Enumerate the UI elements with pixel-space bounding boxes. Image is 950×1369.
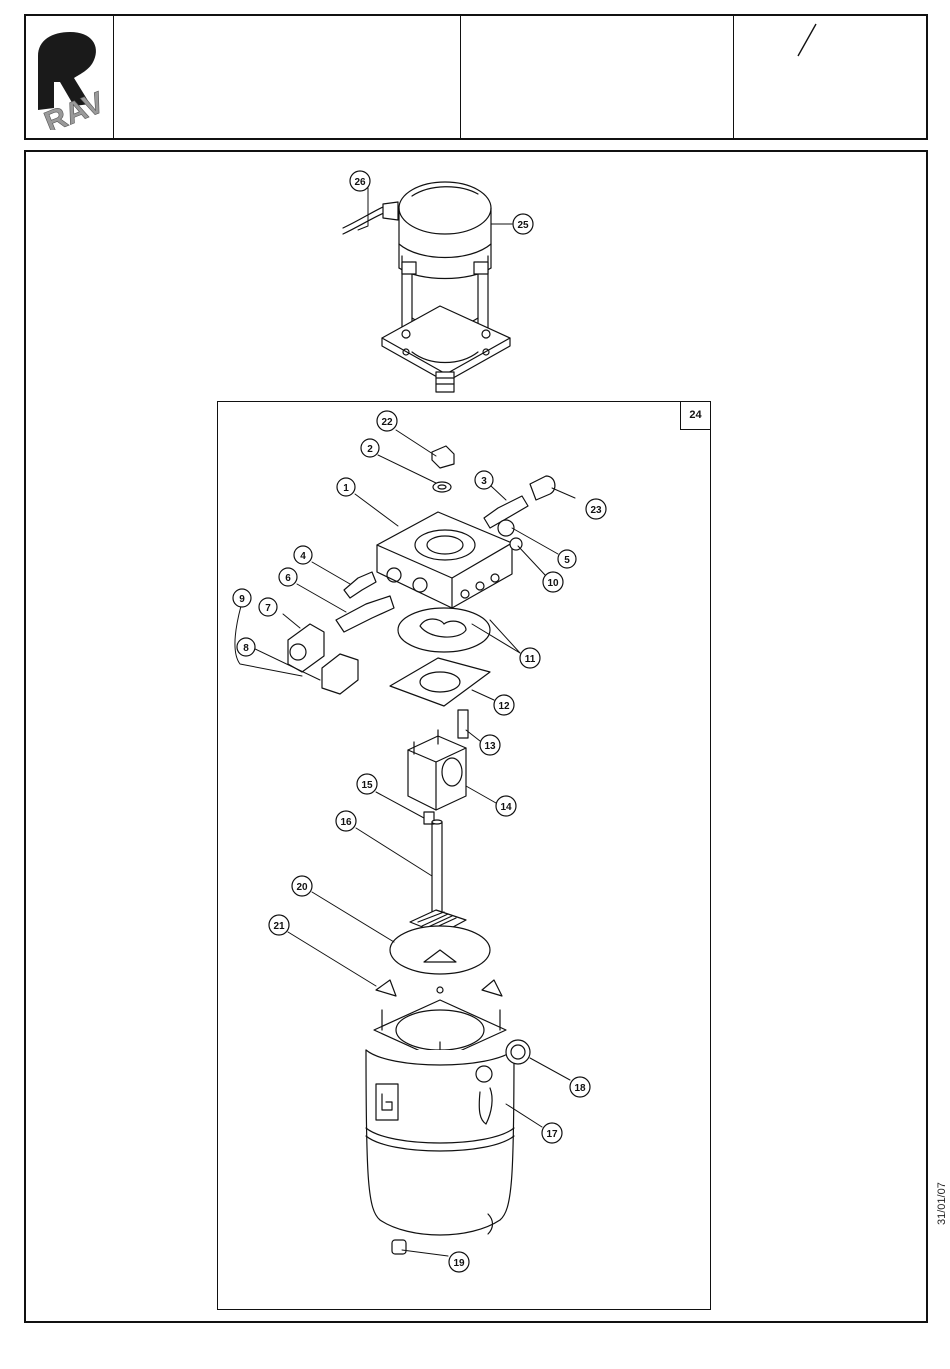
callout-25: 25 (513, 214, 533, 234)
svg-text:5: 5 (564, 555, 570, 566)
callout-10: 10 (543, 572, 563, 592)
svg-text:6: 6 (285, 573, 291, 584)
callout-1: 1 (337, 478, 355, 496)
callout-5: 5 (558, 550, 576, 568)
svg-text:9: 9 (239, 594, 245, 605)
svg-text:15: 15 (361, 780, 373, 791)
callout-17: 17 (542, 1123, 562, 1143)
callout-2: 2 (361, 439, 379, 457)
svg-text:17: 17 (546, 1129, 558, 1140)
callout-22: 22 (377, 411, 397, 431)
svg-text:13: 13 (484, 741, 496, 752)
callout-20: 20 (292, 876, 312, 896)
svg-text:8: 8 (243, 643, 249, 654)
callout-7: 7 (259, 598, 277, 616)
svg-text:23: 23 (590, 505, 602, 516)
svg-text:22: 22 (381, 417, 393, 428)
svg-text:19: 19 (453, 1258, 465, 1269)
svg-text:11: 11 (525, 654, 536, 665)
svg-text:18: 18 (574, 1083, 586, 1094)
callout-26: 26 (350, 171, 370, 191)
svg-text:2: 2 (367, 444, 373, 455)
callout-3: 3 (475, 471, 493, 489)
svg-text:7: 7 (265, 603, 271, 614)
svg-text:14: 14 (500, 802, 512, 813)
callout-4: 4 (294, 546, 312, 564)
svg-text:10: 10 (547, 578, 559, 589)
callout-6: 6 (279, 568, 297, 586)
svg-text:12: 12 (498, 701, 510, 712)
svg-text:21: 21 (273, 921, 285, 932)
callout-14: 14 (496, 796, 516, 816)
callout-18: 18 (570, 1077, 590, 1097)
oil-tank (366, 1040, 530, 1254)
callout-9: 9 (233, 589, 251, 607)
callout-15: 15 (357, 774, 377, 794)
svg-text:3: 3 (481, 476, 487, 487)
motor-cable (343, 206, 385, 228)
callout-11: 11 (520, 648, 540, 668)
svg-text:16: 16 (340, 817, 352, 828)
callout-23: 23 (586, 499, 606, 519)
svg-text:25: 25 (517, 220, 529, 231)
callout-12: 12 (494, 695, 514, 715)
callout-19: 19 (449, 1252, 469, 1272)
callout-13: 13 (480, 735, 500, 755)
svg-text:4: 4 (300, 551, 306, 562)
callout-21: 21 (269, 915, 289, 935)
svg-text:26: 26 (354, 177, 366, 188)
svg-text:1: 1 (343, 483, 349, 494)
callout-16: 16 (336, 811, 356, 831)
svg-text:20: 20 (296, 882, 308, 893)
callout-8: 8 (237, 638, 255, 656)
